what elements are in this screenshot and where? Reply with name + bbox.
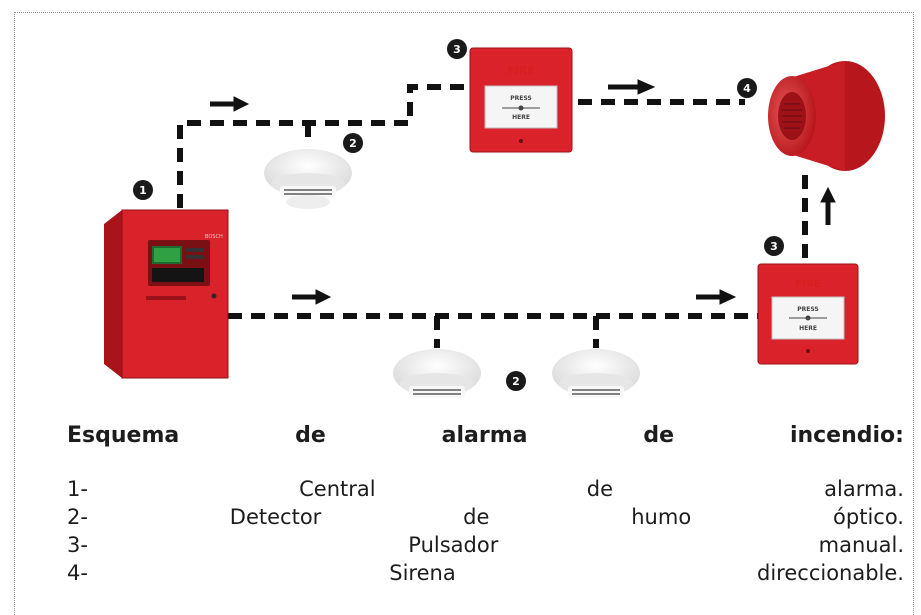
legend-word: alarma. xyxy=(824,477,904,501)
title-word: Esquema xyxy=(67,423,180,448)
legend-word: Sirena xyxy=(389,561,456,585)
flow-arrow xyxy=(608,79,656,95)
legend-word: humo xyxy=(631,505,692,529)
legend-word: óptico. xyxy=(833,505,904,529)
diagram-title: Esquema de alarma de incendio: xyxy=(67,420,904,452)
legend-item-1: 1- Central de alarma. xyxy=(67,475,904,503)
press-label: PRESS xyxy=(797,306,819,313)
flow-arrow xyxy=(820,186,836,225)
legend-number: 3- xyxy=(67,533,88,557)
badge-3: 3 xyxy=(447,39,467,59)
svg-text:4: 4 xyxy=(743,82,751,95)
legend-item-2: 2- Detector de humo óptico. xyxy=(67,503,904,531)
panel-brand: BOSCH xyxy=(205,234,223,240)
fire-label: FIRE xyxy=(795,279,820,290)
title-word: alarma xyxy=(441,423,528,448)
manual-call-point: FIRE PRESS HERE xyxy=(469,47,573,153)
control-panel: BOSCH xyxy=(104,209,229,379)
legend-word: Central xyxy=(299,477,376,501)
badge-1: 1 xyxy=(133,180,153,200)
manual-call-point: FIRE PRESS HERE xyxy=(757,263,859,365)
smoke-detector xyxy=(552,349,640,398)
wiring-bottom xyxy=(228,170,808,348)
fire-alarm-diagram: BOSCH FIRE PRESS HERE xyxy=(104,39,885,398)
badge-3: 3 xyxy=(764,236,784,256)
title-word: de xyxy=(295,423,326,448)
smoke-detector xyxy=(264,149,352,209)
legend-number: 4- xyxy=(67,561,88,585)
here-label: HERE xyxy=(799,325,817,332)
svg-text:2: 2 xyxy=(512,375,520,388)
press-label: PRESS xyxy=(510,95,532,102)
svg-text:3: 3 xyxy=(453,43,461,56)
here-label: HERE xyxy=(512,114,530,121)
svg-text:1: 1 xyxy=(139,184,147,197)
siren xyxy=(768,61,885,171)
legend-item-3: 3- Pulsador manual. xyxy=(67,531,904,559)
diagram-frame xyxy=(14,12,914,615)
flow-arrow xyxy=(696,289,737,305)
legend-item-4: 4- Sirena direccionable. xyxy=(67,559,904,587)
legend-word: Pulsador xyxy=(408,533,499,557)
legend-word: de xyxy=(463,505,490,529)
legend-word: direccionable. xyxy=(757,561,904,585)
svg-text:3: 3 xyxy=(770,240,778,253)
title-word: de xyxy=(643,423,675,448)
legend-word: Detector xyxy=(229,505,322,529)
badge-2: 2 xyxy=(506,371,526,391)
badge-2: 2 xyxy=(343,133,363,153)
legend-word: manual. xyxy=(818,533,904,557)
legend-number: 2- xyxy=(67,505,88,529)
flow-arrow xyxy=(210,96,250,112)
svg-text:2: 2 xyxy=(349,137,357,150)
fire-label: FIRE xyxy=(507,64,535,77)
wiring-top xyxy=(177,84,745,208)
title-word: incendio: xyxy=(789,423,904,448)
legend-number: 1- xyxy=(67,477,88,501)
legend-word: de xyxy=(586,477,613,501)
flow-arrow xyxy=(292,289,332,305)
smoke-detector xyxy=(393,349,481,398)
badge-4: 4 xyxy=(737,78,757,98)
